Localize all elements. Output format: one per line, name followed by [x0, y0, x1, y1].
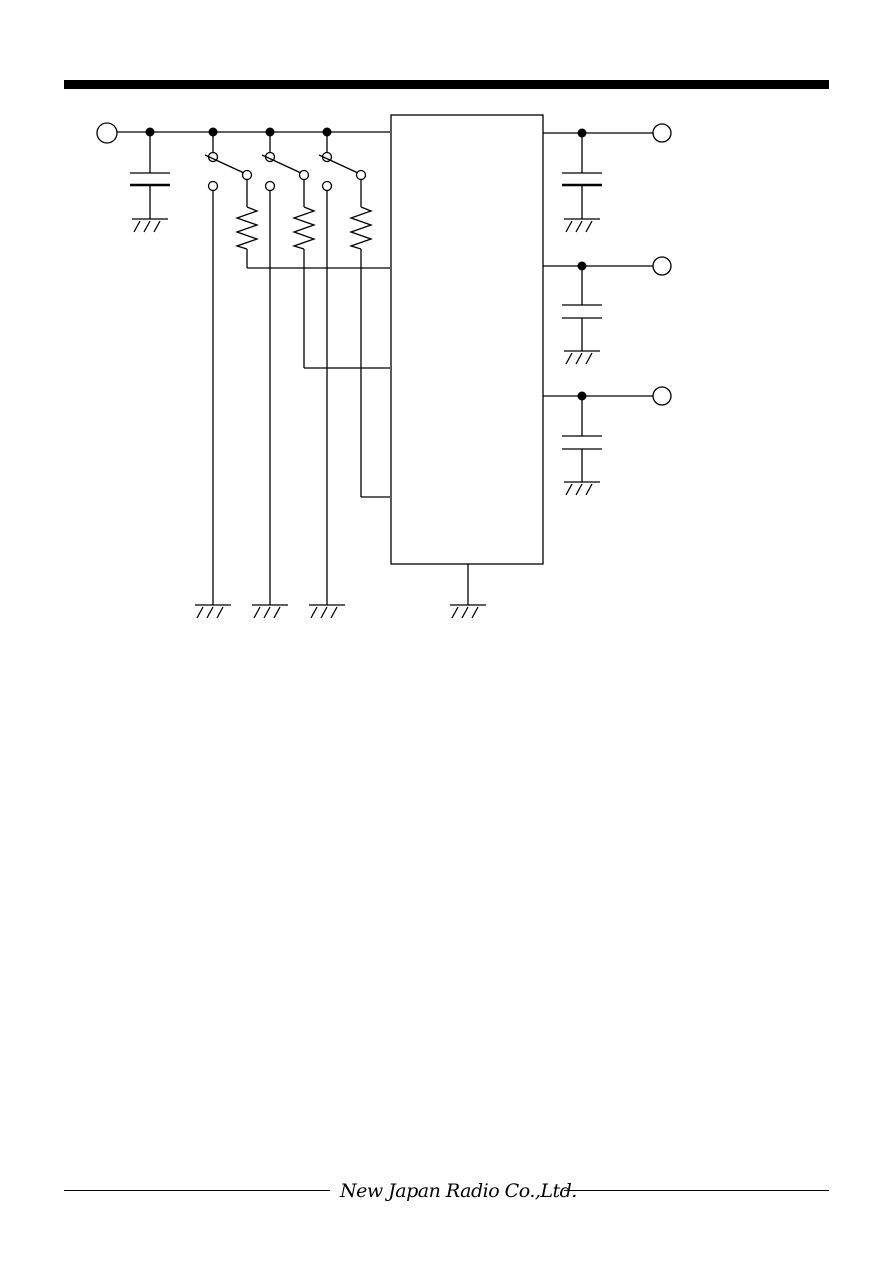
switch-3: [318, 132, 367, 192]
footer-rule-right: [564, 1190, 829, 1191]
ground-symbol-lead-2: [252, 604, 288, 619]
output-terminal-1: [652, 123, 672, 143]
company-logo: New Japan Radio Co.,Ltd.: [340, 1180, 577, 1202]
footer: New Japan Radio Co.,Ltd.: [64, 1178, 829, 1204]
ground-symbol-ic: [450, 604, 486, 619]
switch-2: [261, 132, 310, 192]
input-terminal: [96, 122, 118, 144]
output-capacitor-2: [562, 266, 602, 351]
output-terminal-2: [652, 256, 672, 276]
switch-1: [204, 132, 253, 192]
resistor-1: [234, 180, 259, 268]
ground-symbol-lead-1: [195, 604, 231, 619]
output-capacitor-1: [562, 133, 602, 219]
footer-rule-left: [64, 1190, 330, 1191]
ground-symbol-output-3: [564, 481, 600, 496]
ground-symbol-output-1: [564, 218, 600, 233]
output-capacitor-3: [562, 396, 602, 482]
ground-symbol-lead-3: [309, 604, 345, 619]
resistor-3: [348, 180, 373, 497]
circuit-schematic: [96, 114, 672, 619]
header-rule: [64, 80, 829, 89]
resistor-2: [291, 180, 316, 368]
ground-symbol-input-cap: [132, 218, 168, 233]
input-capacitor: [130, 132, 170, 219]
ground-symbol-output-2: [564, 350, 600, 365]
ic-block: [390, 114, 544, 565]
output-terminal-3: [652, 386, 672, 406]
